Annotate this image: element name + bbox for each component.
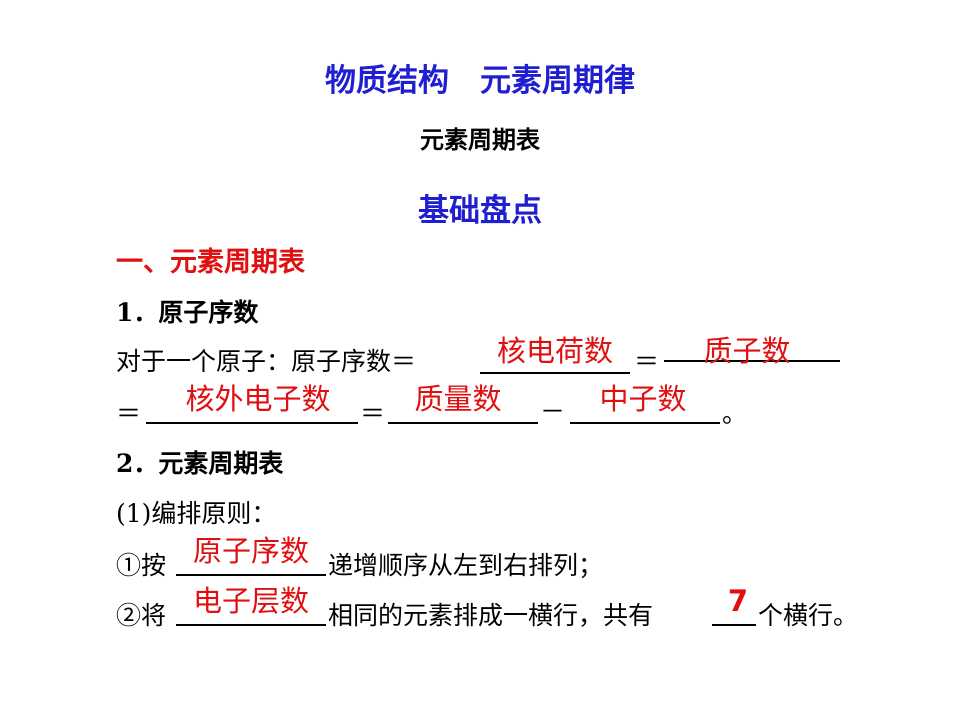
- blank-line: [176, 574, 326, 576]
- blank-line: [480, 372, 630, 374]
- page-subtitle: 元素周期表: [420, 125, 540, 154]
- page-title: 物质结构 元素周期律: [325, 63, 635, 99]
- blank-line: [176, 624, 326, 626]
- period-mark: 。: [722, 399, 748, 428]
- blank-line: [712, 624, 756, 626]
- minus-sign: －: [540, 397, 566, 426]
- blank-line: [146, 422, 358, 424]
- equals-sign: ＝: [116, 399, 142, 428]
- answer-nuclear-charge: 核电荷数: [496, 334, 613, 368]
- equals-sign: ＝: [360, 399, 386, 428]
- answer-neutron-number: 中子数: [599, 382, 687, 416]
- section-title: 基础盘点: [418, 193, 542, 229]
- rule2-middle: 相同的元素排成一横行，共有: [328, 601, 654, 630]
- item2-sub-label: (1)编排原则：: [116, 499, 277, 528]
- item2-label: 2．元素周期表: [116, 449, 284, 478]
- item1-line1-prefix: 对于一个原子：原子序数＝: [116, 347, 417, 376]
- answer-row-count: 7: [727, 584, 749, 618]
- answer-electron-number: 核外电子数: [185, 382, 331, 416]
- blank-line: [388, 422, 538, 424]
- rule1-prefix: ①按: [116, 551, 167, 580]
- rule2-prefix: ②将: [116, 601, 167, 630]
- rule2-suffix: 个横行。: [758, 601, 859, 630]
- rule1-suffix: 递增顺序从左到右排列；: [328, 551, 604, 580]
- item1-label: 1．原子序数: [116, 298, 259, 327]
- equals-sign: ＝: [634, 347, 660, 376]
- answer-proton-number: 质子数: [703, 334, 791, 368]
- answer-electron-shell-number: 电子层数: [192, 584, 309, 618]
- answer-atomic-number: 原子序数: [192, 534, 309, 568]
- answer-mass-number: 质量数: [414, 382, 502, 416]
- blank-line: [570, 422, 720, 424]
- heading-periodic-table: 一、元素周期表: [116, 247, 305, 278]
- blank-line: [664, 360, 840, 362]
